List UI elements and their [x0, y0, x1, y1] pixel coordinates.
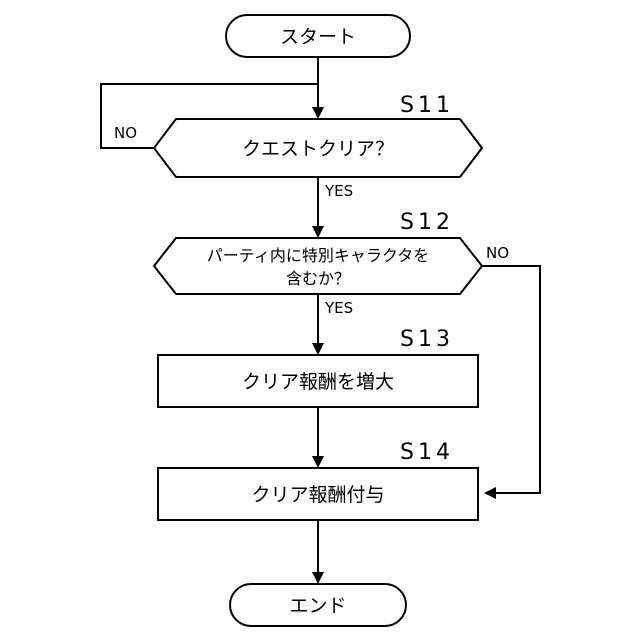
end-label: エンド	[289, 595, 346, 617]
branch-label-s12-yes: YES	[324, 299, 353, 317]
branch-label-s11-no: NO	[114, 124, 137, 142]
branch-label-s11-yes: YES	[324, 182, 353, 200]
arrowhead-s14-side	[484, 487, 496, 499]
arrowhead-s14	[312, 456, 324, 468]
step-label-s13: S13	[400, 327, 454, 352]
decision-s11-label: クエストクリア？	[242, 138, 394, 160]
step-label-s11: S11	[400, 93, 454, 118]
arrowhead-end	[312, 572, 324, 584]
arrowhead-s13	[312, 343, 324, 355]
decision-s12-line2: 含むか？	[286, 269, 350, 288]
arrowhead-s11	[312, 107, 324, 119]
decision-s12-line1: パーティ内に特別キャラクタを	[207, 246, 429, 265]
start-label: スタート	[280, 26, 356, 48]
step-label-s14: S14	[400, 440, 454, 465]
step-label-s12: S12	[400, 210, 454, 235]
process-s14-label: クリア報酬付与	[251, 484, 384, 506]
branch-label-s12-no: NO	[486, 244, 509, 262]
process-s13-label: クリア報酬を増大	[242, 371, 394, 393]
connector-s12-no	[482, 266, 540, 493]
arrowhead-s12	[312, 226, 324, 238]
